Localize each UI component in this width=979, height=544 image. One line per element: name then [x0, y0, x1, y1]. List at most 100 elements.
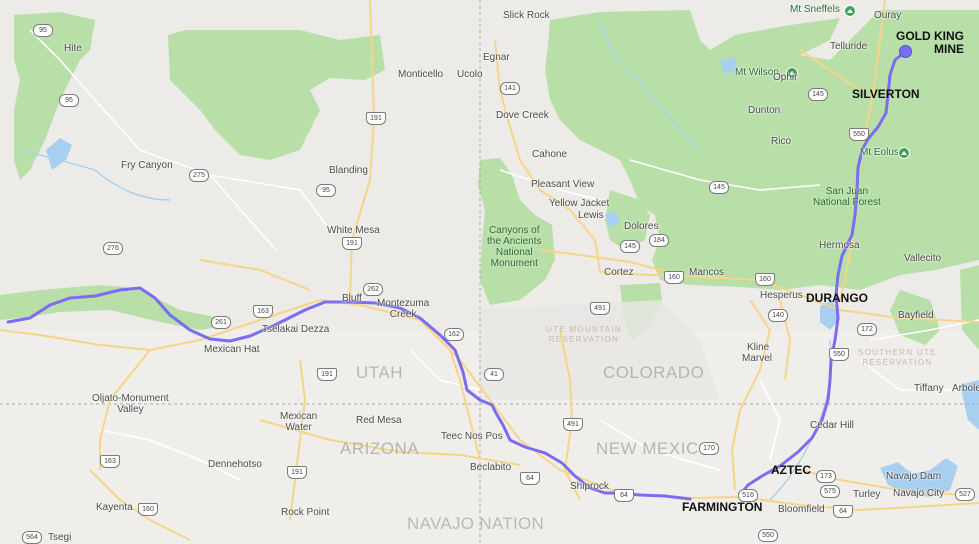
town-label[interactable]: Mexican Water: [280, 411, 318, 433]
highway-shield[interactable]: 261: [211, 316, 231, 329]
poi-label-mt-wilson[interactable]: Mt Wilson: [735, 67, 779, 78]
town-label[interactable]: Cortez: [604, 267, 634, 278]
highway-shield[interactable]: 64: [833, 505, 853, 518]
town-label[interactable]: Pleasant View: [531, 179, 595, 190]
town-label[interactable]: Lewis: [578, 210, 604, 221]
highway-shield[interactable]: 160: [755, 273, 775, 286]
town-label[interactable]: Marvel: [742, 353, 773, 364]
town-label[interactable]: Dove Creek: [496, 110, 549, 121]
reservation-label-ute-mountain: UTE MOUNTAIN RESERVATION: [546, 325, 622, 344]
town-label[interactable]: Arboles: [952, 383, 979, 394]
route-line: [6, 286, 692, 501]
highway-shield[interactable]: 163: [253, 305, 273, 318]
town-label[interactable]: Rock Point: [281, 507, 330, 518]
highway-shield[interactable]: 64: [614, 489, 634, 502]
town-label[interactable]: Ophir: [773, 72, 798, 83]
poi-label-mt-sneffels[interactable]: Mt Sneffels: [790, 4, 840, 15]
town-label[interactable]: Bayfield: [898, 310, 934, 321]
highway-shield[interactable]: 191: [342, 237, 362, 250]
town-label[interactable]: Shiprock: [570, 481, 609, 492]
highway-shield[interactable]: 191: [366, 112, 386, 125]
town-label[interactable]: Tiffany: [914, 383, 944, 394]
highway-shield[interactable]: 262: [363, 283, 383, 296]
mountain-peak-icon[interactable]: [786, 67, 798, 79]
town-label[interactable]: Oljato-Monument Valley: [92, 393, 169, 415]
town-label[interactable]: Tsegi: [48, 532, 72, 543]
highway-shield[interactable]: 184: [649, 234, 669, 247]
annotation-aztec: AZTEC: [771, 463, 811, 477]
town-label[interactable]: Navajo City: [893, 488, 945, 499]
town-label[interactable]: Blanding: [329, 165, 368, 176]
town-label[interactable]: Dennehotso: [208, 459, 262, 470]
poi-label-mt-eolus[interactable]: Mt Eolus: [860, 147, 899, 158]
forest-label-canyons-of-the-ancients[interactable]: Canyons of the Ancients National Monumen…: [487, 225, 542, 269]
town-label[interactable]: Slick Rock: [503, 10, 550, 21]
highway-shield[interactable]: 191: [317, 368, 337, 381]
town-label[interactable]: Yellow Jacket: [549, 198, 610, 209]
gold-king-mine-marker-icon[interactable]: [899, 45, 912, 58]
highway-shield[interactable]: 95: [33, 24, 53, 37]
town-label[interactable]: Fry Canyon: [121, 160, 173, 171]
highway-shield[interactable]: 275: [189, 169, 209, 182]
town-label[interactable]: Dolores: [624, 221, 659, 232]
highway-shield[interactable]: 276: [103, 242, 123, 255]
town-label[interactable]: Tselakai Dezza: [262, 324, 330, 335]
highway-shield[interactable]: 41: [484, 368, 504, 381]
highway-shield[interactable]: 173: [816, 470, 836, 483]
forest-label-san-juan[interactable]: San Juan National Forest: [813, 186, 881, 208]
highway-shield[interactable]: 160: [664, 271, 684, 284]
mountain-peak-icon[interactable]: [898, 147, 910, 159]
town-label[interactable]: Turley: [853, 489, 881, 500]
highway-shield[interactable]: 64: [520, 472, 540, 485]
highway-shield[interactable]: 162: [444, 328, 464, 341]
highway-shield[interactable]: 575: [820, 485, 840, 498]
highway-shield[interactable]: 550: [829, 348, 849, 361]
town-label[interactable]: Telluride: [830, 41, 868, 52]
town-label[interactable]: Mancos: [689, 267, 725, 278]
highway-shield[interactable]: 163: [100, 455, 120, 468]
highway-shield[interactable]: 170: [699, 442, 719, 455]
town-label[interactable]: Cahone: [532, 149, 568, 160]
highway-shield[interactable]: 491: [563, 418, 583, 431]
highway-shield[interactable]: 160: [138, 503, 158, 516]
highway-shield[interactable]: 491: [590, 302, 610, 315]
town-label[interactable]: Red Mesa: [356, 415, 402, 426]
town-label[interactable]: Mexican Hat: [204, 344, 260, 355]
town-label[interactable]: Bluff: [342, 293, 362, 304]
highway-shield[interactable]: 95: [316, 184, 336, 197]
highway-shield[interactable]: 191: [287, 466, 307, 479]
highway-shield[interactable]: 95: [59, 94, 79, 107]
town-label[interactable]: Rico: [771, 136, 792, 147]
town-label[interactable]: Bloomfield: [778, 504, 825, 515]
highway-shield[interactable]: 550: [758, 529, 778, 542]
highway-shield[interactable]: 145: [808, 88, 828, 101]
town-label[interactable]: White Mesa: [327, 225, 380, 236]
highway-shield[interactable]: 145: [709, 181, 729, 194]
town-label[interactable]: Monticello: [398, 69, 444, 80]
town-label[interactable]: Kayenta: [96, 502, 133, 513]
town-label[interactable]: Beclabito: [470, 462, 512, 473]
highway-shield[interactable]: 564: [22, 531, 42, 544]
highway-shield[interactable]: 145: [620, 240, 640, 253]
highway-shield[interactable]: 527: [955, 488, 975, 501]
town-label[interactable]: Dunton: [748, 105, 781, 116]
town-label[interactable]: Ouray: [874, 10, 902, 21]
highway-shield[interactable]: 141: [500, 82, 520, 95]
mountain-peak-icon[interactable]: [844, 5, 856, 17]
town-label[interactable]: Cedar Hill: [810, 420, 854, 431]
town-label[interactable]: Kline: [747, 342, 770, 353]
town-label[interactable]: Hite: [64, 43, 82, 54]
town-label[interactable]: Egnar: [483, 52, 510, 63]
town-label[interactable]: Hermosa: [819, 240, 860, 251]
town-label[interactable]: Montezuma Creek: [377, 298, 430, 320]
town-label[interactable]: Navajo Dam: [886, 471, 942, 482]
highway-shield[interactable]: 172: [857, 323, 877, 336]
highway-shield[interactable]: 516: [738, 489, 758, 502]
town-label[interactable]: Teec Nos Pos: [441, 431, 503, 442]
town-label[interactable]: Ucolo: [457, 69, 483, 80]
highway-shield[interactable]: 140: [768, 309, 788, 322]
highway-shield[interactable]: 550: [849, 128, 869, 141]
town-label[interactable]: Vallecito: [904, 253, 942, 264]
town-label[interactable]: Hesperus: [760, 290, 803, 301]
